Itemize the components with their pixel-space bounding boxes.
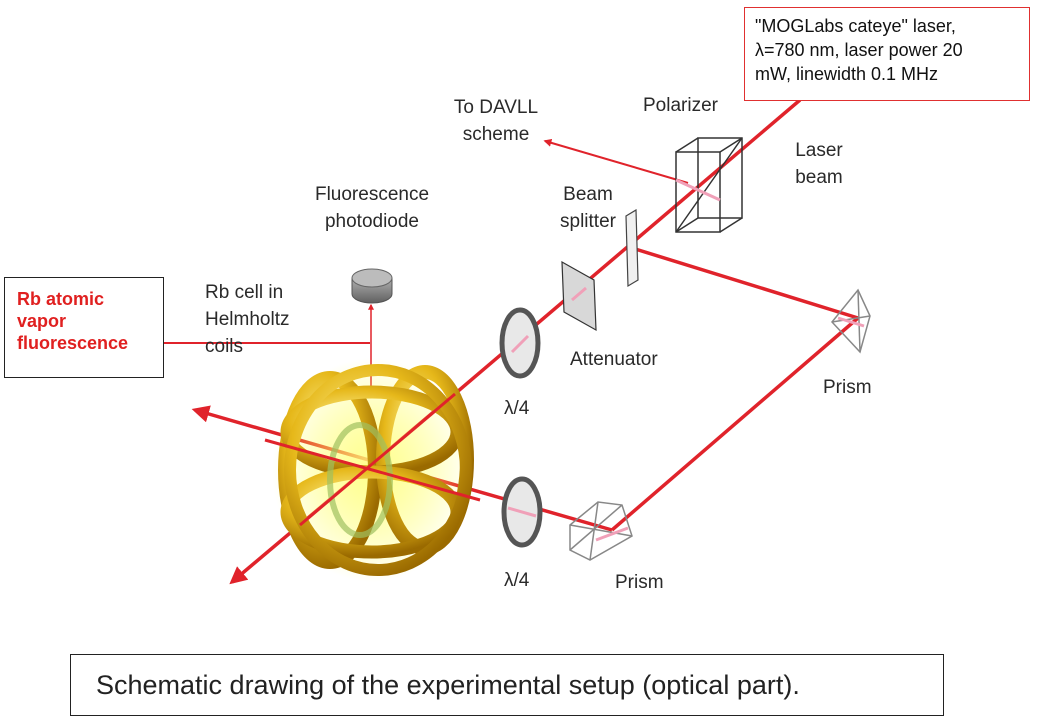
label-lambda4-bottom: λ/4	[504, 570, 530, 591]
label-rb-cell: Rb cell in Helmholtz coils	[205, 279, 289, 360]
rb-fluorescence-note: Rb atomic vapor fluorescence	[4, 277, 164, 378]
split-beam	[631, 246, 859, 320]
label-polarizer: Polarizer	[643, 95, 718, 116]
laser-specs-line-1: "MOGLabs cateye" laser,	[755, 16, 956, 36]
label-fluorescence-line-1: Fluorescence	[314, 184, 430, 205]
label-fluorescence-line-2: photodiode	[324, 211, 420, 232]
label-rb-cell-line-2: Helmholtz	[205, 309, 290, 330]
label-to-davll: To DAVLL scheme	[436, 94, 556, 148]
laser-beam-main	[428, 98, 802, 417]
laser-specs-line-2: λ=780 nm, laser power 20	[755, 40, 963, 60]
label-beam-splitter-line-1: Beam	[563, 184, 613, 205]
return-beam	[610, 316, 860, 532]
prism-bottom-shape	[569, 501, 633, 561]
rb-note-line-2: vapor	[17, 311, 67, 331]
label-fluorescence-photodiode: Fluorescence photodiode	[302, 181, 442, 235]
laser-specs-line-3: mW, linewidth 0.1 MHz	[755, 64, 939, 84]
label-rb-cell-line-3: coils	[205, 336, 244, 357]
davll-beam	[543, 138, 689, 184]
waveplate-top-beam	[510, 334, 530, 354]
laser-specs-note: "MOGLabs cateye" laser, λ=780 nm, laser …	[744, 7, 1030, 101]
label-attenuator: Attenuator	[570, 349, 658, 370]
beam-splitter-plate	[625, 208, 639, 288]
figure-caption-box: Schematic drawing of the experimental se…	[70, 654, 944, 716]
rb-note-line-1: Rb atomic	[17, 289, 105, 309]
label-rb-cell-line-1: Rb cell in	[205, 282, 284, 303]
attenuator-beam	[571, 286, 587, 302]
waveplate-bottom-beam	[507, 506, 537, 518]
label-prism-right: Prism	[823, 377, 872, 398]
prism-right-shape	[831, 288, 871, 354]
beam-through-cell	[299, 392, 456, 527]
label-laser-beam-line-2: beam	[795, 167, 843, 188]
label-prism-bottom: Prism	[615, 572, 664, 593]
photodiode-shape	[351, 268, 393, 304]
label-laser-beam-line-1: Laser	[795, 140, 843, 161]
label-beam-splitter-line-2: splitter	[560, 211, 616, 232]
figure-caption: Schematic drawing of the experimental se…	[96, 669, 800, 700]
rb-note-line-3: fluorescence	[17, 333, 129, 353]
counter-beam-through-cell	[264, 438, 481, 502]
label-lambda4-top: λ/4	[504, 398, 530, 419]
label-to-davll-line-2: scheme	[462, 124, 530, 145]
label-to-davll-line-1: To DAVLL	[453, 97, 539, 118]
attenuator-plate	[561, 260, 597, 332]
label-laser-beam: Laser beam	[778, 137, 860, 191]
label-beam-splitter: Beam splitter	[548, 181, 628, 235]
polarizer-cube	[675, 137, 743, 233]
